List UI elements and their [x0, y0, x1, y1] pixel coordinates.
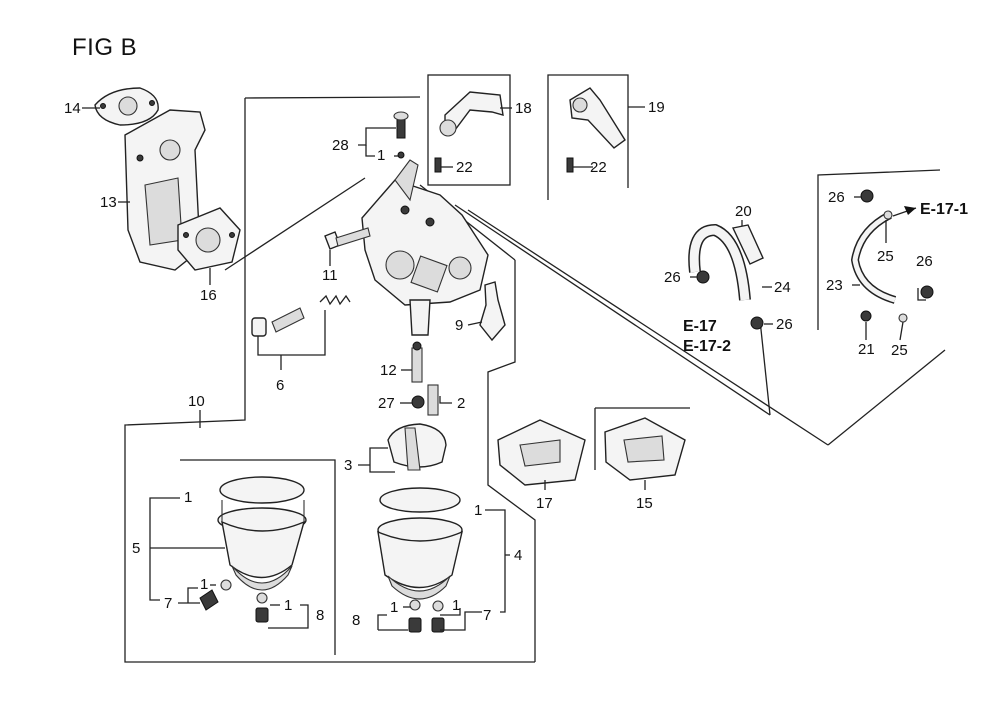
callout-25b: 25 — [891, 342, 908, 359]
callout-19: 19 — [648, 99, 665, 116]
callout-26b: 26 — [776, 316, 793, 333]
callout-1b: 1 — [184, 489, 192, 506]
callout-13: 13 — [100, 194, 117, 211]
part-3-float — [387, 423, 447, 471]
callout-15: 15 — [636, 495, 653, 512]
callout-9: 9 — [455, 317, 463, 334]
callout-25a: 25 — [877, 248, 894, 265]
callout-26a: 26 — [664, 269, 681, 286]
part-11-throttle-stop-screw — [324, 227, 371, 250]
callout-17: 17 — [536, 495, 553, 512]
callout-23: 23 — [826, 277, 843, 294]
part-19-choke-lever — [547, 74, 629, 200]
ref-e17-1: E-17-1 — [920, 201, 968, 218]
part-28-screw — [393, 111, 409, 159]
part-12-main-jet — [411, 341, 423, 383]
callout-7a: 7 — [164, 595, 172, 612]
drain-screws — [199, 579, 445, 633]
part-2-float-pin — [427, 384, 439, 416]
callout-14: 14 — [64, 100, 81, 117]
callout-24: 24 — [774, 279, 791, 296]
callout-28: 28 — [332, 137, 349, 154]
callout-3: 3 — [344, 457, 352, 474]
part-16-gasket — [177, 207, 241, 271]
callout-1e: 1 — [474, 502, 482, 519]
group-boundary-lines — [124, 96, 946, 663]
part-4-float-chamber — [377, 487, 463, 600]
carburetor-body — [361, 159, 489, 336]
callout-26c: 26 — [828, 189, 845, 206]
callout-16: 16 — [200, 287, 217, 304]
part-18-choke-lever — [427, 74, 511, 186]
callout-18: 18 — [515, 100, 532, 117]
callout-1d: 1 — [284, 597, 292, 614]
callout-1c: 1 — [200, 576, 208, 593]
callout-27: 27 — [378, 395, 395, 412]
callout-8a: 8 — [316, 607, 324, 624]
callout-1g: 1 — [452, 597, 460, 614]
part-23-fuel-tube — [850, 189, 934, 323]
part-5-float-chamber — [217, 476, 307, 591]
callout-6: 6 — [276, 377, 284, 394]
callout-20: 20 — [735, 203, 752, 220]
part-27-needle — [411, 395, 425, 409]
callout-2: 2 — [457, 395, 465, 412]
ref-e17: E-17 — [683, 318, 717, 335]
part-17-gasket — [497, 419, 586, 486]
part-26-clips-left — [696, 270, 764, 330]
callout-7b: 7 — [483, 607, 491, 624]
callout-10: 10 — [188, 393, 205, 410]
callout-12: 12 — [380, 362, 397, 379]
part-15-gasket — [604, 417, 686, 481]
part-9-float-valve — [479, 281, 506, 342]
callout-labels: 14 13 16 18 19 22 22 28 1 11 6 9 12 27 2… — [64, 99, 933, 629]
leader-lines — [82, 106, 926, 631]
callout-22a: 22 — [456, 159, 473, 176]
reference-labels: E-17-1 E-17 E-17-2 — [683, 201, 968, 355]
ref-e17-2: E-17-2 — [683, 338, 731, 355]
figure-title: FIG B — [72, 34, 138, 61]
callout-11: 11 — [322, 267, 338, 284]
callout-1f: 1 — [390, 599, 398, 616]
callout-8b: 8 — [352, 612, 360, 629]
part-14-insulator-gasket — [94, 87, 159, 126]
callout-5: 5 — [132, 540, 140, 557]
callout-26d: 26 — [916, 253, 933, 270]
part-6-pilot-screw — [251, 294, 351, 337]
part-20-24-fuel-tube — [688, 223, 764, 301]
callout-22b: 22 — [590, 159, 607, 176]
callout-21: 21 — [858, 341, 875, 358]
callout-4: 4 — [514, 547, 522, 564]
callout-1a: 1 — [377, 147, 385, 164]
